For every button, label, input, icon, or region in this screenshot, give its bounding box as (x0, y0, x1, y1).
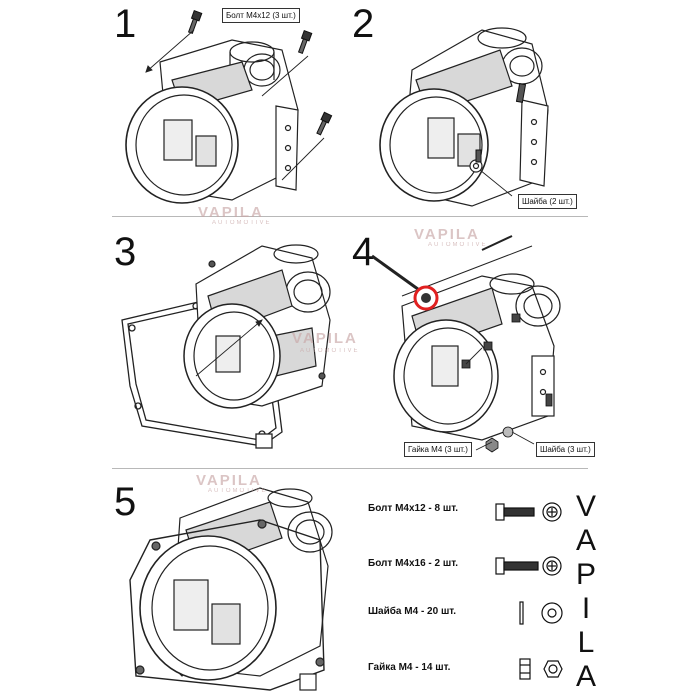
step-number-3: 3 (114, 230, 137, 274)
brand-letter-v: V (575, 490, 596, 523)
divider-bottom (112, 468, 588, 469)
parts-list-item-bolt-m4x12: Болт М4х12 - 8 шт. (368, 503, 459, 514)
bolt-long-icon (495, 502, 562, 522)
brand-letter-p: P (575, 558, 596, 591)
projector-drawing-step-2 (379, 27, 549, 207)
brand-letter-a: A (575, 524, 596, 557)
brand-letter-a2: A (575, 660, 596, 693)
parts-list-item-bolt-m4x16: Болт М4х16 - 2 шт. (368, 558, 459, 569)
projector-drawing-step-4 (371, 235, 561, 453)
nut-icon (519, 658, 563, 680)
watermark-sub-4: AUTOMOTIVE (208, 488, 268, 494)
brand-letter-i: I (581, 592, 591, 625)
parts-list-item-nut-m4: Гайка М4 - 14 шт. (368, 662, 451, 673)
watermark-brand-3: VAPILA (292, 330, 358, 347)
step-number-1: 1 (114, 2, 137, 46)
callout-washer-2: Шайба (2 шт.) (518, 194, 577, 209)
step-number-5: 5 (114, 480, 137, 524)
watermark-sub-3: AUTOMOTIVE (300, 348, 360, 354)
callout-washer-3: Шайба (3 шт.) (536, 442, 595, 457)
projector-drawing-step-3 (121, 244, 331, 449)
watermark-brand-4: VAPILA (196, 472, 262, 489)
callout-nut-m4-3: Гайка М4 (3 шт.) (404, 442, 472, 457)
watermark-brand-2: VAPILA (414, 226, 480, 243)
projector-drawing-step-1 (125, 9, 333, 204)
bolt-longer-icon (495, 556, 562, 576)
step-number-4: 4 (352, 230, 375, 274)
step-number-2: 2 (352, 2, 375, 46)
callout-bolt-m4x12: Болт М4х12 (3 шт.) (222, 8, 300, 23)
projector-drawing-step-5 (129, 487, 333, 691)
divider-top (112, 216, 588, 217)
washer-icon (519, 601, 563, 625)
watermark-sub-1: AUTOMOTIVE (212, 220, 272, 226)
watermark-sub-2: AUTOMOTIVE (428, 242, 488, 248)
brand-letter-l: L (577, 626, 595, 659)
watermark-brand-1: VAPILA (198, 204, 264, 221)
parts-list-item-washer-m4: Шайба М4 - 20 шт. (368, 606, 457, 617)
